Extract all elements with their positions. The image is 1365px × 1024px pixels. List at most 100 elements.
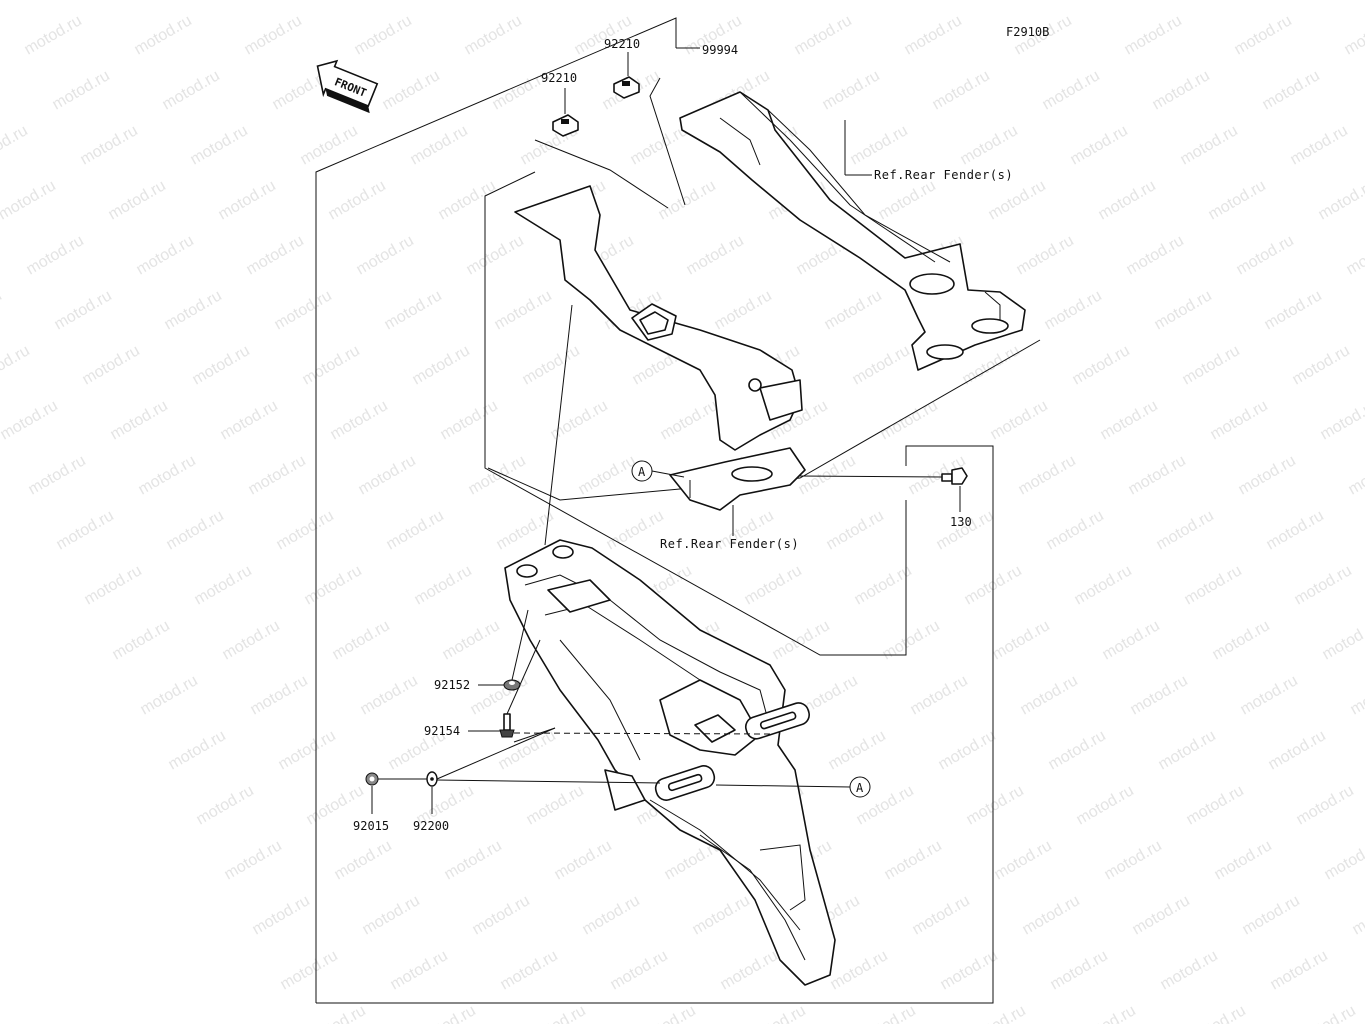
watermark-text: motod.ru <box>1096 177 1159 223</box>
watermark-text: motod.ru <box>984 0 1047 3</box>
watermark-text: motod.ru <box>438 397 501 443</box>
watermark-text: motod.ru <box>358 672 421 718</box>
watermark-text: motod.ru <box>856 1002 919 1024</box>
watermark-text: motod.ru <box>1260 67 1323 113</box>
watermark-text: motod.ru <box>882 837 945 883</box>
watermark-text: motod.ru <box>1212 837 1275 883</box>
watermark-text: motod.ru <box>874 0 937 3</box>
watermark-text: motod.ru <box>1268 947 1331 993</box>
watermark-text: motod.ru <box>332 837 395 883</box>
watermark-text: motod.ru <box>1314 0 1365 3</box>
watermark-text: motod.ru <box>1040 67 1103 113</box>
watermark-text: motod.ru <box>792 12 855 58</box>
watermark-text: motod.ru <box>966 1002 1029 1024</box>
watermark-text: motod.ru <box>1126 452 1189 498</box>
ref-rear-fender-upper: Ref.Rear Fender(s) <box>874 168 1013 182</box>
screw-92154-icon <box>499 713 515 738</box>
watermark-text: motod.ru <box>1150 67 1213 113</box>
label-92015: 92015 <box>353 819 389 833</box>
watermark-text: motod.ru <box>958 122 1021 168</box>
watermark-text: motod.ru <box>276 727 339 773</box>
watermark-text: motod.ru <box>214 0 277 3</box>
watermark-text: motod.ru <box>470 892 533 938</box>
watermark-text: motod.ru <box>828 947 891 993</box>
watermark-text: motod.ru <box>1048 947 1111 993</box>
watermark-text: motod.ru <box>442 837 505 883</box>
figure-code: F2910B <box>1006 25 1049 39</box>
watermark-text: motod.ru <box>604 507 667 553</box>
watermark-text: motod.ru <box>1316 177 1365 223</box>
watermark-text: motod.ru <box>1182 562 1245 608</box>
watermark-text: motod.ru <box>388 947 451 993</box>
watermark-text: motod.ru <box>436 177 499 223</box>
watermark-text: motod.ru <box>134 232 197 278</box>
watermark-text: motod.ru <box>1076 1002 1139 1024</box>
watermark-text: motod.ru <box>1208 397 1271 443</box>
watermark-text: motod.ru <box>930 67 993 113</box>
watermark-text: motod.ru <box>1100 617 1163 663</box>
watermark-text: motod.ru <box>1018 672 1081 718</box>
watermark-text: motod.ru <box>1262 287 1325 333</box>
watermark-text: motod.ru <box>1264 507 1327 553</box>
label-92154: 92154 <box>424 724 460 738</box>
watermark-text: motod.ru <box>526 1002 589 1024</box>
watermark-text: motod.ru <box>1296 1002 1359 1024</box>
nut-92015-icon <box>365 772 379 786</box>
watermark-text: motod.ru <box>1236 452 1299 498</box>
watermark-text: motod.ru <box>580 892 643 938</box>
watermark-text: motod.ru <box>138 672 201 718</box>
watermark-text: motod.ru <box>1094 0 1157 3</box>
watermark-text: motod.ru <box>462 12 525 58</box>
watermark-text: motod.ru <box>1232 12 1295 58</box>
watermark-text: motod.ru <box>1178 122 1241 168</box>
watermark-text: motod.ru <box>0 122 31 168</box>
watermark-text: motod.ru <box>22 12 85 58</box>
callout-a-upper: A <box>631 460 653 482</box>
watermark-text: motod.ru <box>352 12 415 58</box>
watermark-text: motod.ru <box>960 342 1023 388</box>
watermark-text: motod.ru <box>1344 232 1365 278</box>
watermark-text: motod.ru <box>1346 452 1365 498</box>
watermark-text: motod.ru <box>300 342 363 388</box>
watermark-text: motod.ru <box>104 0 167 3</box>
watermark-text: motod.ru <box>1348 672 1365 718</box>
lower-fender-bracket <box>669 447 806 511</box>
watermark-text: motod.ru <box>326 177 389 223</box>
watermark-text: motod.ru <box>222 837 285 883</box>
watermark-text: motod.ru <box>166 727 229 773</box>
watermark-text: motod.ru <box>742 562 805 608</box>
watermark-text: motod.ru <box>1124 232 1187 278</box>
watermark-text: motod.ru <box>356 452 419 498</box>
watermark-text: motod.ru <box>1292 562 1355 608</box>
watermark-text: motod.ru <box>1290 342 1353 388</box>
watermark-text: motod.ru <box>910 892 973 938</box>
watermark-text: motod.ru <box>1158 947 1221 993</box>
watermark-text: motod.ru <box>106 177 169 223</box>
watermark-text: motod.ru <box>1186 1002 1249 1024</box>
label-92210-right: 92210 <box>604 37 640 51</box>
watermark-text: motod.ru <box>520 342 583 388</box>
watermark-text: motod.ru <box>1016 452 1079 498</box>
watermark-text: motod.ru <box>492 287 555 333</box>
watermark-text: motod.ru <box>354 232 417 278</box>
label-92210-left: 92210 <box>541 71 577 85</box>
watermark-text: motod.ru <box>608 947 671 993</box>
watermark-text: motod.ru <box>216 177 279 223</box>
watermark-text: motod.ru <box>654 0 717 3</box>
watermark-text: motod.ru <box>1068 122 1131 168</box>
watermark-text: motod.ru <box>382 287 445 333</box>
watermark-text: motod.ru <box>324 0 387 3</box>
watermark-text: motod.ru <box>1042 287 1105 333</box>
watermark-text: motod.ru <box>986 177 1049 223</box>
watermark-text: motod.ru <box>136 452 199 498</box>
label-99994: 99994 <box>702 43 738 57</box>
ref-rear-fender-lower: Ref.Rear Fender(s) <box>660 537 799 551</box>
watermark-text: motod.ru <box>26 452 89 498</box>
watermark-text: motod.ru <box>1014 232 1077 278</box>
watermark-text: motod.ru <box>572 12 635 58</box>
upper-fender-bracket <box>679 91 1026 371</box>
watermark-text: motod.ru <box>242 12 305 58</box>
watermark-text: motod.ru <box>330 617 393 663</box>
